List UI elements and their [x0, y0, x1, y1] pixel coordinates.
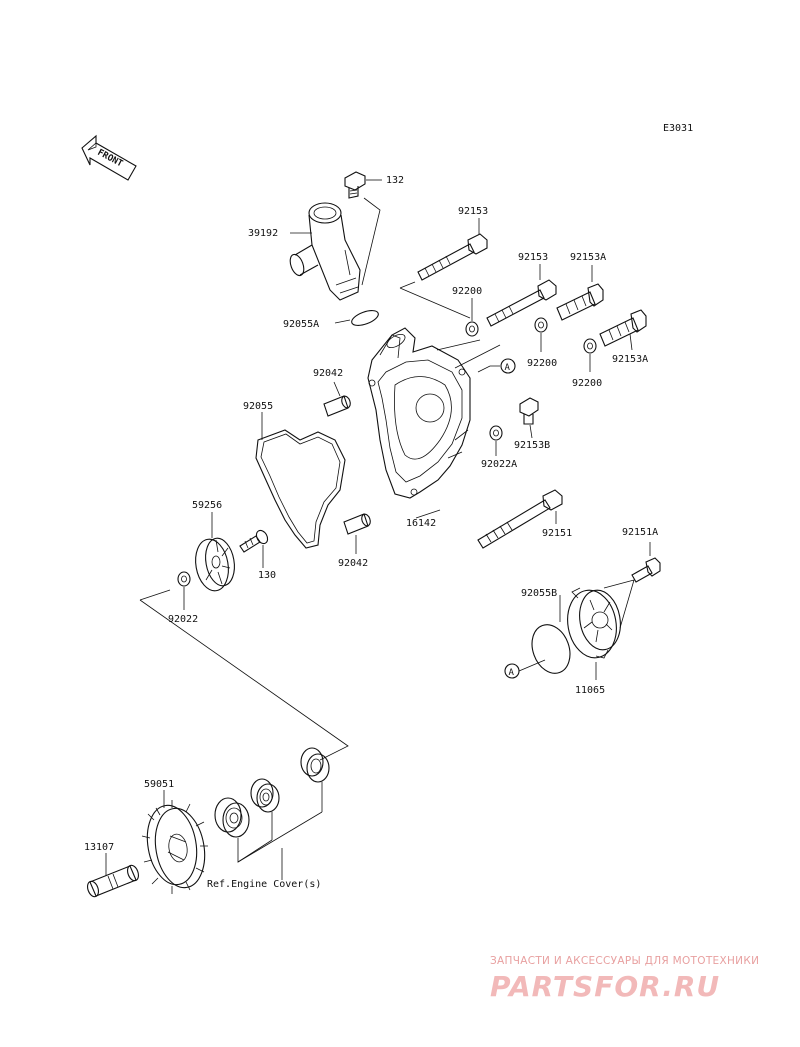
part-label-92153-1: 92153 [458, 206, 488, 217]
impeller-59256 [195, 537, 235, 592]
part-label-92055b: 92055B [521, 588, 557, 599]
dowel-pin-92042-lower [343, 513, 371, 535]
part-label-92153a-1: 92153A [570, 252, 606, 263]
screw-130 [239, 529, 269, 553]
bolt-92151a [631, 557, 661, 583]
part-label-59256: 59256 [192, 500, 222, 511]
bearing-small [250, 778, 280, 813]
washer-92200-b [534, 317, 548, 333]
part-label-39192: 39192 [248, 228, 278, 239]
o-ring-92055b [531, 624, 571, 674]
bolt-92153a-upper [556, 283, 604, 321]
svg-text:A: A [505, 363, 511, 373]
part-label-132: 132 [386, 175, 404, 186]
part-label-11065: 11065 [575, 685, 605, 696]
part-label-92153-2: 92153 [518, 252, 548, 263]
washer-92200-a [465, 321, 479, 337]
reference-marker-a-upper: A [500, 358, 516, 374]
gasket-92055 [255, 429, 346, 549]
washer-92022a [489, 425, 503, 441]
part-label-59051: 59051 [144, 779, 174, 790]
diagram-code: E3031 [663, 123, 693, 134]
gear-59051 [141, 800, 208, 894]
part-label-92151a: 92151A [622, 527, 658, 538]
part-label-92042-2: 92042 [338, 558, 368, 569]
pump-housing-16142 [367, 327, 471, 499]
part-label-92022a: 92022A [481, 459, 517, 470]
ref-engine-cover-note: Ref.Engine Cover(s) [207, 879, 321, 890]
dowel-pin-92042-upper [323, 395, 351, 417]
part-label-92022: 92022 [168, 614, 198, 625]
watermark-tagline: ЗАПЧАСТИ И АКСЕССУАРЫ ДЛЯ МОТОТЕХНИКИ [490, 955, 759, 967]
part-label-92153a-2: 92153A [612, 354, 648, 365]
part-label-92200-2: 92200 [527, 358, 557, 369]
bolt-92153b [519, 397, 539, 425]
bolt-92153a-lower [599, 309, 647, 347]
oil-seal [300, 747, 330, 783]
part-label-92042-1: 92042 [313, 368, 343, 379]
washer-92022 [177, 571, 191, 587]
pump-cover-11065 [567, 587, 621, 659]
part-label-92151: 92151 [542, 528, 572, 539]
front-arrow-icon: FRONT [81, 134, 137, 181]
bolt-92153-upper [417, 233, 488, 281]
part-label-13107: 13107 [84, 842, 114, 853]
bolt-132 [344, 171, 366, 199]
part-label-92200-3: 92200 [572, 378, 602, 389]
coolant-pipe-39192 [289, 202, 361, 301]
o-ring-92055a [351, 310, 379, 326]
pump-shaft-13107 [87, 864, 139, 898]
part-label-92055: 92055 [243, 401, 273, 412]
bearing-large [214, 797, 250, 838]
part-label-92153b: 92153B [514, 440, 550, 451]
part-label-130: 130 [258, 570, 276, 581]
watermark: ЗАПЧАСТИ И АКСЕССУАРЫ ДЛЯ МОТОТЕХНИКИ PA… [490, 955, 759, 1003]
watermark-brand: PARTSFOR.RU [490, 970, 720, 1003]
washer-92200-c [583, 338, 597, 354]
bolt-92153-lower [486, 279, 557, 327]
svg-text:A: A [509, 668, 515, 678]
reference-marker-a-lower: A [504, 663, 520, 679]
bolt-92151 [477, 489, 563, 549]
part-label-16142: 16142 [406, 518, 436, 529]
part-label-92200-1: 92200 [452, 286, 482, 297]
part-label-92055a: 92055A [283, 319, 319, 330]
